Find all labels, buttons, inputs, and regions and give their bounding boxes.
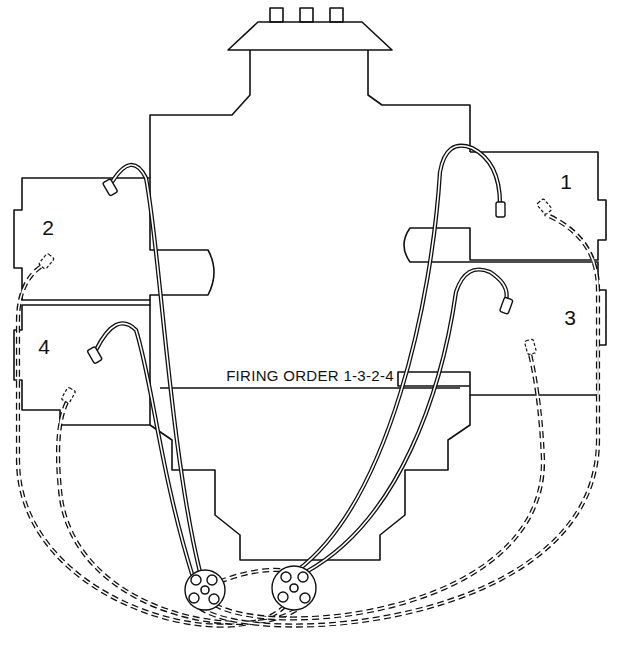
plug-cap [61,387,76,404]
distributor-tower [278,592,288,602]
dashed-plug-wire [200,214,598,626]
distributor-cap [185,570,225,610]
housing-stud [300,8,313,22]
plug-cap [87,346,102,363]
plug-cap [524,339,536,355]
plug-cap [536,198,552,215]
cylinder-number: 2 [39,216,57,239]
distributor-rotor [290,584,298,592]
cylinder-number: 4 [35,335,53,358]
plug-cap [500,297,514,314]
dashed-plug-wire [200,214,598,626]
distributor-rotor [201,586,209,594]
dashed-plug-wire [215,354,543,618]
distributor-tower [300,593,310,603]
distributor-tower [191,575,201,585]
distributor-tower [207,575,217,585]
plug-wire [306,270,507,573]
plug-cap [103,179,118,196]
plug-wire [96,323,192,574]
cylinder-head [14,178,214,300]
dashed-plug-wire [215,354,543,618]
plug-wire [306,270,507,573]
cylinder-number: 1 [557,170,575,193]
cylinder-number: 3 [561,306,579,329]
distributor-tower [298,572,308,582]
distributor-tower [281,572,291,582]
plug-cap [496,202,505,217]
housing-stud [270,8,283,22]
top-housing [228,22,392,50]
plug-cap [38,253,54,270]
housing-stud [330,8,343,22]
distributor-cap [272,566,316,610]
distributor-tower [209,594,219,604]
distributor-tower [189,593,199,603]
plug-wire [112,165,200,572]
plug-wire [96,323,192,574]
separator-line [160,387,460,389]
plug-wire [298,146,500,570]
plug-wire [112,165,200,572]
plug-wire [298,146,500,570]
firing-order-note: FIRING ORDER 1-3-2-4 [223,368,397,385]
